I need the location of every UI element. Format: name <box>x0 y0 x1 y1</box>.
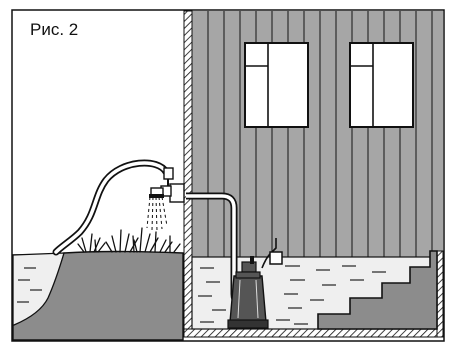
grass-icon <box>77 227 181 253</box>
window-icon <box>349 42 414 128</box>
hatched-wall <box>183 10 193 338</box>
garden-hose-inner <box>54 161 168 254</box>
window-icon <box>244 42 309 128</box>
pond-ripples <box>17 267 42 303</box>
plug-box <box>269 251 283 265</box>
garden-tap-icon <box>149 167 185 203</box>
figure-label: Рис. 2 <box>30 20 78 39</box>
water-ripples <box>198 265 386 325</box>
basement-stairs <box>317 250 438 330</box>
basement-right-wall <box>436 250 444 338</box>
pond-water <box>12 252 65 326</box>
basement-floor <box>183 328 444 338</box>
water-spray-icon <box>146 196 168 232</box>
water-pump-icon <box>227 256 269 329</box>
